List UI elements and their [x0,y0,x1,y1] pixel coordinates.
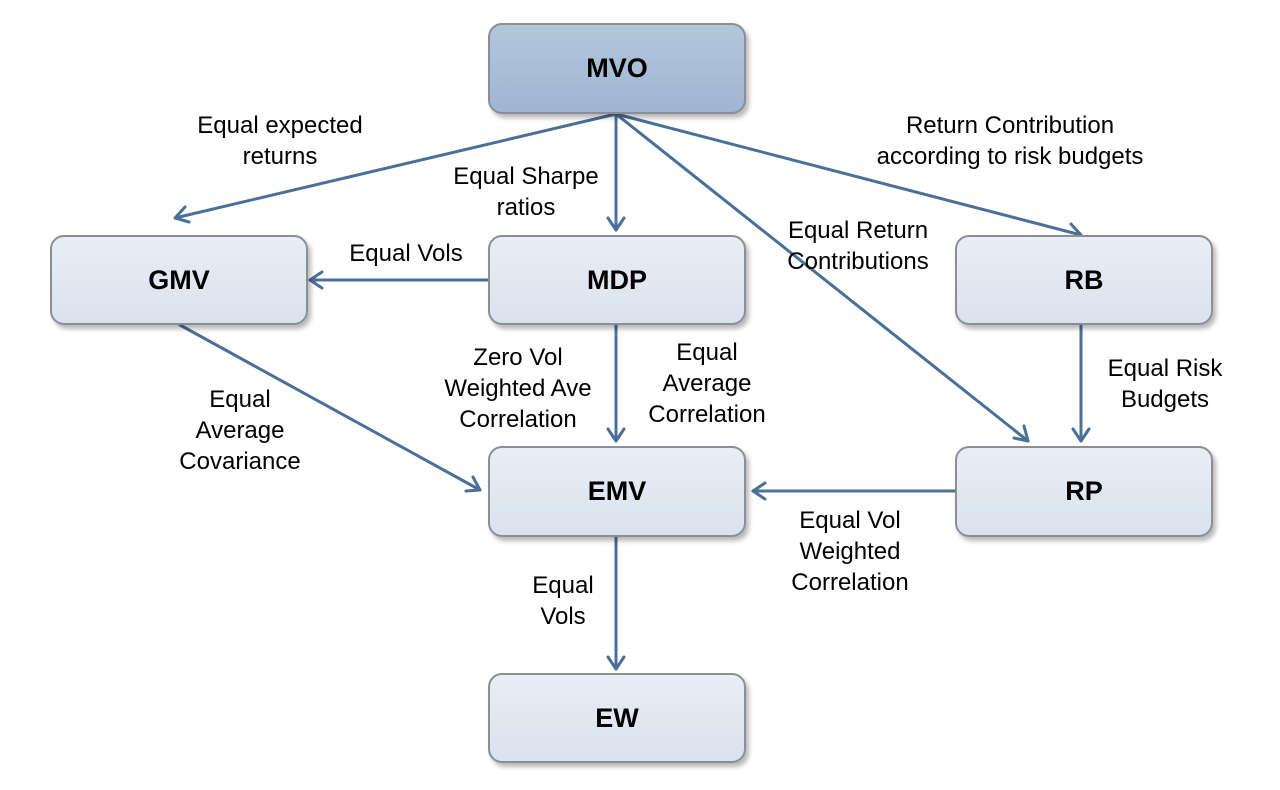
node-mvo-label: MVO [586,53,648,83]
node-mvo: MVO [488,23,746,114]
node-rp: RP [955,446,1213,537]
arrow-gmv-emv [178,323,482,492]
node-emv-label: EMV [587,476,647,506]
node-ew-label: EW [595,702,639,733]
edge-label-rp-emv: Equal Vol Weighted Correlation [791,507,909,596]
node-ew: EW [488,673,746,763]
node-rp-label: RP [1065,476,1103,506]
edge-label-mdp-gmv: Equal Vols [349,240,463,267]
arrowhead-rp-emv [751,481,767,501]
edge-label-mdp-emv-right: Equal Average Correlation [648,339,766,428]
arrowhead-gmv-emv [464,475,482,493]
arrowhead-mvo-mdp [606,216,626,232]
arrowhead-mvo-gmv [173,205,191,224]
edge-label-mvo-rp: Equal Return Contributions [787,217,929,275]
arrowhead-mdp-gmv [308,270,324,290]
node-gmv-label: GMV [148,264,210,295]
arrowhead-mdp-emv [606,427,626,443]
edge-label-emv-ew: Equal Vols [532,572,594,630]
arrowhead-rb-rp [1071,427,1091,443]
edge-label-rb-rp: Equal Risk Budgets [1107,355,1223,413]
arrowhead-mvo-rp [1012,424,1030,443]
node-rb-label: RB [1064,264,1104,295]
node-mdp-label: MDP [587,264,647,295]
node-mdp: MDP [488,235,746,325]
edge-label-mvo-mdp: Equal Sharpe ratios [453,163,599,221]
arrow-mvo-gmv [173,112,618,220]
arrow-mvo-rp [614,112,1030,443]
edge-label-mvo-gmv: Equal expected returns [197,112,363,170]
edge-label-gmv-emv: Equal Average Covariance [179,386,301,475]
edge-label-mvo-rb: Return Contribution according to risk bu… [876,112,1144,170]
arrow-mvo-rb [614,112,1083,237]
arrowhead-emv-ew [606,655,626,671]
node-gmv: GMV [50,235,308,325]
edge-label-mdp-emv-left: Zero Vol Weighted Ave Correlation [444,344,592,433]
node-emv: EMV [488,446,746,537]
node-rb: RB [955,235,1213,325]
